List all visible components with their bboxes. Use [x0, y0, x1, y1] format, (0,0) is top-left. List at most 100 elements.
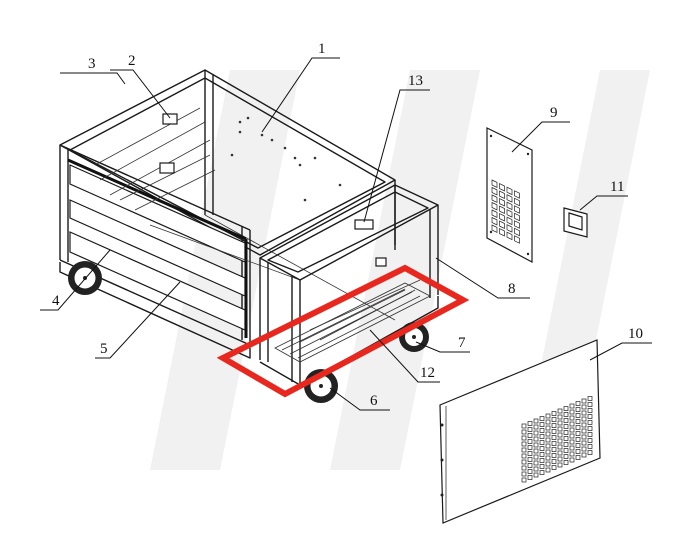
vent-hole [539, 464, 545, 469]
keypad-cell [514, 197, 520, 207]
vent-hole [551, 453, 557, 458]
vent-hole [545, 443, 551, 449]
vent-hole [551, 441, 557, 446]
vent-hole [551, 411, 557, 416]
vent-hole [533, 448, 539, 454]
vent-hole [557, 420, 563, 426]
vent-hole [521, 435, 527, 441]
vent-hole [521, 447, 527, 453]
vent-hole [527, 475, 533, 480]
vent-hole [581, 440, 587, 446]
keypad-cell [506, 216, 513, 226]
vent-hole [581, 404, 587, 410]
vent-hole [575, 401, 581, 406]
vent-hole [587, 450, 593, 455]
vent-hole [581, 398, 587, 404]
vent-hole [575, 419, 581, 424]
vent-hole [587, 408, 593, 413]
vent-hole [581, 416, 587, 422]
highlight-box [216, 264, 470, 398]
callout-6: 6 [370, 393, 378, 409]
vent-hole [587, 414, 593, 419]
vent-hole [527, 421, 533, 426]
keypad-cell [491, 216, 498, 226]
vent-hole [521, 459, 527, 465]
vent-hole [569, 433, 575, 439]
callout-1: 1 [318, 41, 326, 57]
vent-hole [557, 408, 563, 414]
wheel-front-left [68, 261, 102, 295]
vent-hole [569, 403, 575, 409]
vent-hole [533, 454, 539, 460]
vent-hole [587, 426, 593, 431]
vent-hole [569, 457, 575, 463]
vent-hole [569, 439, 575, 445]
keypad-cell [514, 235, 520, 244]
vent-hole [563, 406, 569, 411]
callout-11: 11 [610, 179, 624, 195]
vent-hole [563, 460, 569, 465]
vent-hole [575, 425, 581, 430]
vent-hole [587, 432, 593, 437]
vent-hole [545, 431, 551, 437]
keypad-cell [491, 224, 498, 233]
vent-hole [569, 451, 575, 457]
vent-hole [569, 409, 575, 415]
callout-4: 4 [52, 293, 60, 309]
vent-hole [557, 432, 563, 438]
vent-hole [539, 422, 545, 427]
keypad-cell [499, 220, 505, 230]
vent-hole [527, 427, 533, 432]
vent-hole [587, 420, 593, 425]
vent-hole [551, 435, 557, 440]
vent-hole [539, 452, 545, 457]
vent-hole [539, 428, 545, 433]
vent-hole [581, 410, 587, 416]
vent-hole [545, 455, 551, 461]
vent-hole [557, 444, 563, 450]
keypad-cell [514, 227, 520, 237]
vent-hole [539, 416, 545, 421]
vent-hole [575, 455, 581, 460]
vent-hole [539, 458, 545, 463]
keypad-cell [506, 201, 513, 211]
vent-hole [533, 442, 539, 448]
keypad-cell [491, 209, 498, 218]
vent-hole [563, 418, 569, 423]
control-panel-part-9 [486, 127, 533, 263]
vent-hole [539, 440, 545, 445]
vent-hole [569, 421, 575, 427]
vent-hole [581, 428, 587, 434]
vent-hole [533, 460, 539, 466]
vent-hole [521, 477, 527, 483]
vent-hole [569, 427, 575, 433]
keypad-cell [514, 190, 520, 199]
vent-hole [533, 418, 539, 424]
keypad-cell [499, 228, 505, 237]
vent-hole [563, 448, 569, 453]
vent-hole [587, 402, 593, 407]
vent-hole [551, 465, 557, 470]
vent-hole [533, 424, 539, 430]
vent-hole [539, 446, 545, 451]
vent-hole [587, 396, 593, 401]
vent-hole [521, 471, 527, 477]
callout-2: 2 [128, 53, 136, 69]
keypad-cell [506, 231, 513, 241]
vent-hole [563, 436, 569, 441]
vent-hole [581, 452, 587, 458]
vent-hole [557, 414, 563, 420]
vent-hole [527, 469, 533, 474]
vent-hole [551, 417, 557, 422]
keypad-cell [491, 201, 498, 211]
vent-hole [587, 444, 593, 449]
vent-hole [545, 461, 551, 467]
side-panel-part-10 [439, 339, 601, 524]
callout-9: 9 [550, 105, 558, 121]
vent-hole [563, 430, 569, 435]
vent-hole [545, 437, 551, 443]
vent-hole [545, 413, 551, 419]
vent-hole [563, 412, 569, 417]
